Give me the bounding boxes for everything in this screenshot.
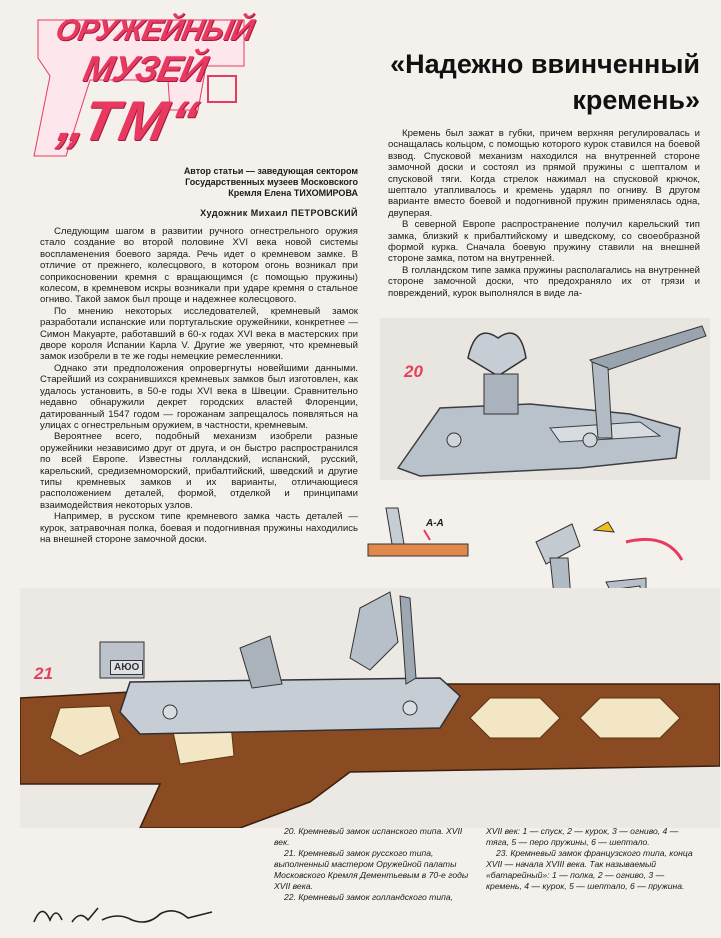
artist-signature — [33, 907, 213, 923]
artist-credit: Художник Михаил ПЕТРОВСКИЙ — [200, 208, 358, 218]
paragraph: Однако эти предположения опровергнуты но… — [40, 362, 358, 431]
paragraph: По мнению некоторых исследователей, крем… — [40, 305, 358, 363]
article-column-2: Кремень был зажат в губки, причем верхня… — [388, 128, 700, 299]
figure-20-spanish-lock-illustration — [380, 318, 710, 480]
pistol-silhouette-icon — [33, 19, 245, 157]
section-mark-label: А-А — [426, 518, 444, 529]
article-title: «Надежно ввинченный кремень» — [340, 46, 700, 118]
logo-line-3: „ТМ“ — [53, 89, 206, 152]
caption-20: 20. Кремневый замок испанского типа. XVI… — [274, 826, 463, 847]
logo-line-2: МУЗЕЙ — [79, 48, 211, 89]
caption-block-right: XVII век: 1 — спуск, 2 — курок, 3 — огни… — [486, 826, 696, 892]
figure-21-russian-lock-illustration — [20, 588, 720, 828]
paragraph: Вероятнее всего, подобный механизм изобр… — [40, 431, 358, 511]
paragraph: Например, в русском типе кремневого замк… — [40, 511, 358, 545]
author-credit: Автор статьи — заведующая сектором Госуд… — [183, 166, 358, 198]
article-column-1: Следующим шагом в развитии ручного огнес… — [40, 226, 358, 545]
caption-23: 23. Кремневый замок французского типа, к… — [486, 848, 693, 891]
caption-22-continued: XVII век: 1 — спуск, 2 — курок, 3 — огни… — [486, 826, 679, 847]
figure-22-section-diagram — [364, 500, 472, 574]
paragraph: В северной Европе распространение получи… — [388, 219, 700, 265]
figure-20-label: 20 — [404, 362, 423, 381]
caption-block-left: 20. Кремневый замок испанского типа. XVI… — [274, 826, 474, 903]
logo-line-1: ОРУЖЕЙНЫЙ — [52, 14, 256, 47]
title-line-1: «Надежно ввинченный — [390, 49, 700, 79]
paragraph: Кремень был зажат в губки, причем верхня… — [388, 128, 700, 219]
paragraph: Следующим шагом в развитии ручного огнес… — [40, 226, 358, 306]
paragraph: В голландском типе замка пружины распола… — [388, 264, 700, 299]
maker-stamp: АЮО — [110, 660, 144, 675]
museum-logo: ОРУЖЕЙНЫЙ МУЗЕЙ „ТМ“ — [30, 14, 256, 158]
caption-21: 21. Кремневый замок русского типа, выпол… — [274, 848, 469, 891]
title-line-2: кремень» — [572, 85, 700, 115]
caption-22: 22. Кремневый замок голландского типа, — [284, 892, 453, 902]
figure-21-label: 21 — [34, 664, 53, 683]
